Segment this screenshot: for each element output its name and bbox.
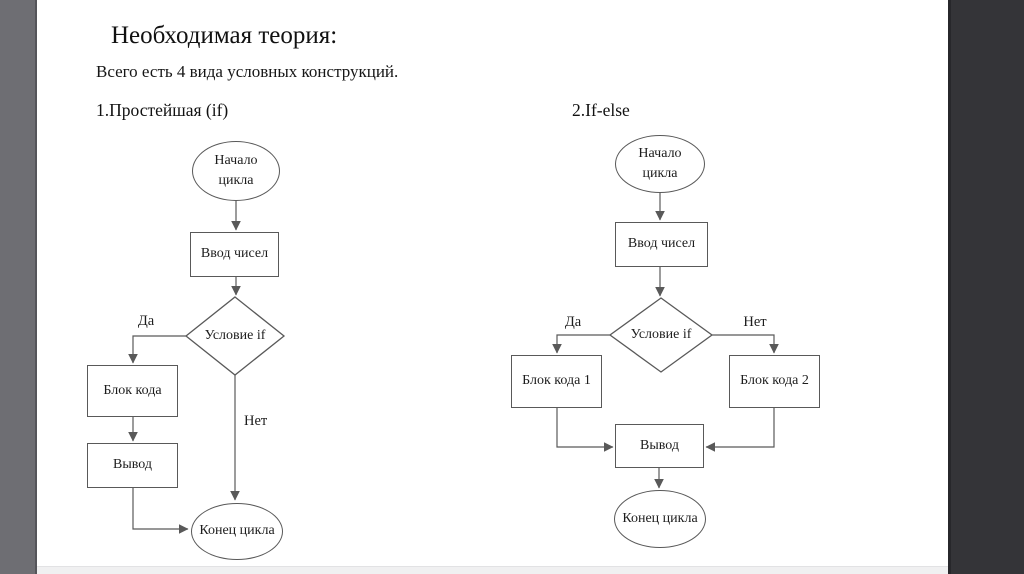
arrow-output-to-end	[132, 488, 189, 534]
chart-1-heading: 1.Простейшая (if)	[96, 100, 229, 120]
code-label: Блок кода	[103, 382, 162, 398]
code1-rect: Блок кода 1	[511, 355, 602, 408]
end-ellipse: Конец цикла	[191, 503, 283, 560]
end-ellipse: Конец цикла	[614, 490, 706, 548]
no-label: Нет	[743, 314, 767, 330]
output-rect: Вывод	[87, 443, 178, 488]
slide-subtitle: Всего есть 4 вида условных конструкций.	[96, 62, 399, 81]
flowchart-simple-if: Начало цикла Ввод чисел Условие if Да Не…	[80, 130, 310, 570]
condition-diamond-label: Условие if	[630, 327, 692, 342]
condition-diamond-shape	[608, 297, 714, 373]
chart-2-heading: 2.If-else	[572, 100, 630, 120]
yes-label: Да	[137, 313, 155, 329]
start-label: Начало цикла	[638, 145, 682, 181]
arrow-code1-to-output	[556, 408, 614, 452]
arrow-yes-to-code	[128, 335, 186, 364]
arrow-code2-to-output	[705, 408, 775, 452]
input-label: Ввод чисел	[200, 246, 269, 262]
left-panel-bar	[0, 0, 37, 574]
slide-bottom-strip	[37, 566, 948, 574]
flowchart-1-connectors	[128, 201, 286, 534]
code2-rect: Блок кода 2	[729, 355, 820, 408]
end-label: Конец цикла	[622, 510, 698, 526]
start-label: Начало цикла	[214, 152, 258, 188]
flowchart-if-else: Начало цикла Ввод чисел Условие if Да Не…	[495, 125, 835, 565]
output-label: Вывод	[640, 437, 679, 453]
input-label: Ввод чисел	[627, 236, 696, 252]
input-rect: Ввод чисел	[615, 222, 708, 267]
condition-diamond-shape	[184, 296, 286, 376]
output-rect: Вывод	[615, 424, 704, 468]
start-ellipse: Начало цикла	[615, 135, 705, 193]
slide-title: Необходимая теория:	[111, 22, 338, 49]
code1-label: Блок кода 1	[522, 373, 591, 389]
yes-label: Да	[564, 314, 582, 330]
right-panel-bar	[948, 0, 1024, 574]
output-label: Вывод	[113, 457, 152, 473]
end-label: Конец цикла	[199, 523, 275, 539]
flowchart-2-connectors	[552, 193, 779, 489]
arrow-yes-to-code1	[552, 334, 610, 354]
condition-diamond-label: Условие if	[204, 328, 266, 343]
start-ellipse: Начало цикла	[192, 141, 280, 201]
slide-background	[37, 0, 948, 574]
code2-label: Блок кода 2	[740, 373, 809, 389]
code-rect: Блок кода	[87, 365, 178, 417]
no-label: Нет	[244, 413, 268, 429]
arrow-no-to-code2	[712, 334, 779, 354]
input-rect: Ввод чисел	[190, 232, 279, 277]
